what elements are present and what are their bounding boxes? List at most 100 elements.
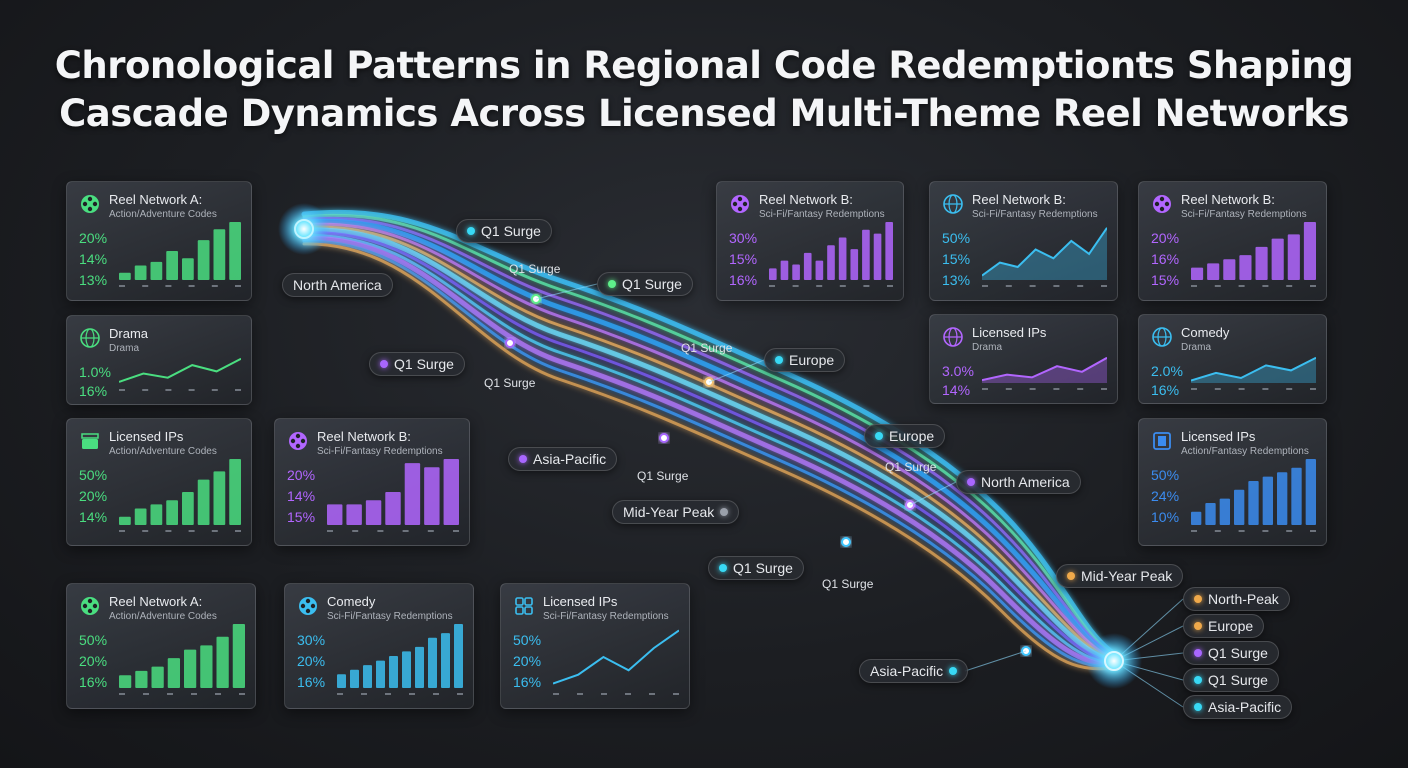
chart-tick xyxy=(119,693,125,695)
chart-plot xyxy=(553,629,679,695)
pill-dot xyxy=(467,227,475,236)
flow-stream xyxy=(302,222,1116,661)
chart-bar xyxy=(182,258,194,280)
globe-icon xyxy=(943,327,963,347)
chart-subtitle: Sci-Fi/Fantasy Redemptions xyxy=(317,446,443,457)
chart-bar xyxy=(119,516,131,525)
film-reel-icon xyxy=(289,432,307,450)
chart-card: Reel Network B:Sci-Fi/Fantasy Redemption… xyxy=(1138,181,1327,301)
chart-value-label: 16% xyxy=(513,674,542,690)
chart-tick xyxy=(142,389,149,391)
flow-label-pill: Europe xyxy=(1183,614,1265,638)
chart-tick xyxy=(1286,285,1293,287)
chart-plot xyxy=(982,227,1107,287)
chart-subtitle: Drama xyxy=(1181,342,1212,353)
chart-tick xyxy=(1005,285,1012,287)
chart-tick xyxy=(119,285,125,287)
chart-bar xyxy=(119,272,131,280)
chart-value-label: 15% xyxy=(287,509,316,525)
chart-tick xyxy=(816,285,823,287)
chart-value-label: 13% xyxy=(942,272,971,288)
chart-bar xyxy=(443,459,459,525)
chart-bar xyxy=(1239,255,1252,280)
chart-tick xyxy=(1191,285,1197,287)
chart-title: Licensed IPs xyxy=(109,429,184,444)
chart-area-fill xyxy=(1191,357,1316,383)
chart-tick xyxy=(1310,530,1316,532)
chart-subtitle: Drama xyxy=(972,342,1003,353)
chart-tick xyxy=(553,693,559,695)
clapperboard-icon xyxy=(81,433,99,449)
pill-text: Europe xyxy=(889,428,935,444)
chart-bar xyxy=(862,229,870,280)
pill-text: North America xyxy=(293,277,382,293)
flow-stream xyxy=(302,216,1116,658)
chart-tick xyxy=(211,389,218,391)
pill-dot xyxy=(949,667,958,676)
chart-bar xyxy=(1219,498,1230,525)
chart-plot xyxy=(769,222,893,287)
chart-tick xyxy=(327,530,333,532)
chart-value-label: 20% xyxy=(79,230,108,246)
chart-bar xyxy=(1248,481,1259,525)
pill-dot xyxy=(1194,703,1202,712)
chart-tick xyxy=(577,693,583,695)
chart-value-label: 16% xyxy=(729,272,758,288)
pill-text: Mid-Year Peak xyxy=(623,504,715,520)
chart-bar xyxy=(1205,503,1216,525)
chart-title: Reel Network A: xyxy=(109,594,203,609)
chart-card: Reel Network B:Sci-Fi/Fantasy Redemption… xyxy=(716,181,904,301)
film-frame-icon xyxy=(1153,432,1171,450)
chart-tick xyxy=(211,530,218,532)
chart-plot xyxy=(1191,222,1316,287)
flow-label-pill: Q1 Surge xyxy=(1183,668,1279,692)
chart-bar xyxy=(873,233,882,280)
chart-title: Licensed IPs xyxy=(1181,429,1256,444)
chart-title: Reel Network B: xyxy=(759,192,853,207)
chart-value-label: 20% xyxy=(79,488,108,504)
chart-tick xyxy=(119,389,125,391)
chart-area-fill xyxy=(982,357,1107,383)
chart-tick xyxy=(1238,285,1245,287)
flow-stream xyxy=(302,234,1116,666)
chart-card: Reel Network B:Sci-Fi/Fantasy Redemption… xyxy=(929,181,1118,301)
chart-bar xyxy=(780,260,789,280)
chart-subtitle: Action/Adventure Codes xyxy=(109,446,217,457)
chart-subtitle: Action/Adventure Codes xyxy=(109,209,217,220)
chart-value-label: 14% xyxy=(942,382,971,398)
chart-plot xyxy=(1191,459,1316,532)
chart-value-label: 2.0% xyxy=(1151,363,1183,379)
chart-bar xyxy=(232,624,245,688)
globe-icon xyxy=(80,328,100,348)
flow-stream xyxy=(302,231,1116,665)
flow-node xyxy=(505,338,515,348)
chart-tick xyxy=(1191,530,1197,532)
chart-bar xyxy=(389,656,398,688)
chart-value-label: 1.0% xyxy=(79,364,111,380)
chart-tick xyxy=(1262,388,1269,390)
sink-node-ring xyxy=(1104,651,1124,671)
chart-title: Reel Network A: xyxy=(109,192,203,207)
globe-icon xyxy=(943,194,963,214)
chart-bar xyxy=(346,504,362,525)
chart-subtitle: Sci-Fi/Fantasy Redemptions xyxy=(327,611,453,622)
flow-label-pill: Asia-Pacific xyxy=(859,659,969,683)
chart-plot xyxy=(327,459,459,532)
chart-line xyxy=(553,629,679,685)
chart-tick xyxy=(1286,388,1293,390)
chart-tick xyxy=(1214,388,1221,390)
chart-value-label: 14% xyxy=(79,509,108,525)
pill-text: Q1 Surge xyxy=(394,356,454,372)
chart-subtitle: Sci-Fi/Fantasy Redemptions xyxy=(1181,209,1307,220)
flow-label-pill: North America xyxy=(282,273,393,297)
chart-bar xyxy=(1305,459,1316,525)
flow-annotation: Q1 Surge xyxy=(509,262,561,276)
chart-tick xyxy=(1101,388,1107,390)
flow-stream xyxy=(301,218,1117,661)
flow-annotation: Q1 Surge xyxy=(885,460,937,474)
chart-tick xyxy=(337,693,343,695)
chart-bar xyxy=(850,249,859,280)
chart-tick xyxy=(433,693,439,695)
